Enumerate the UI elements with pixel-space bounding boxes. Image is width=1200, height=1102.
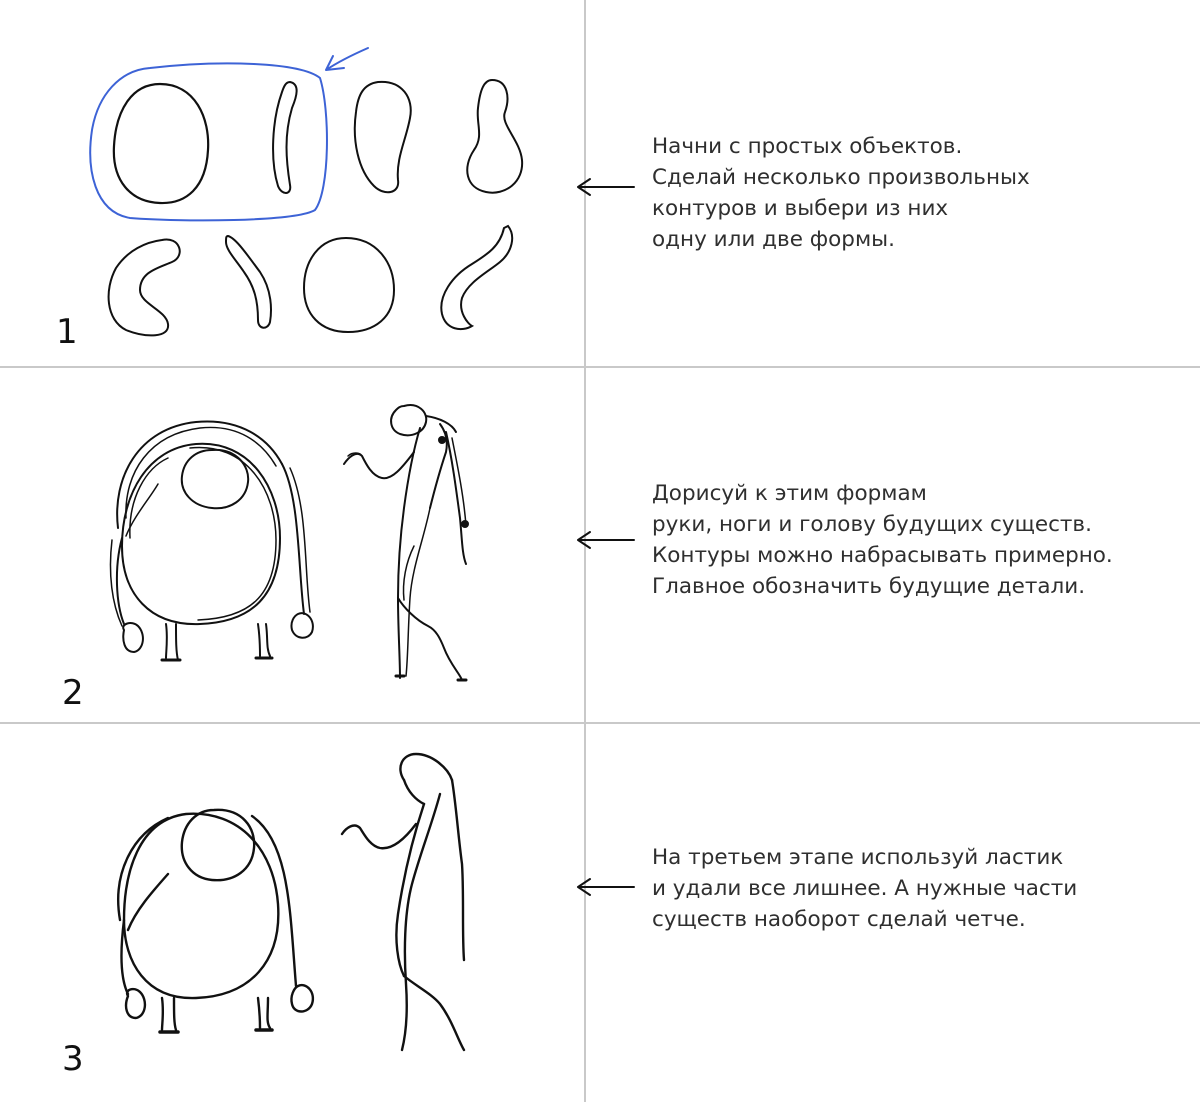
creature-body [121,442,281,626]
step-3-description: На третьем этапе используй ластик и удал… [652,842,1192,935]
description-line: и удали все лишнее. А нужные части [652,876,1078,901]
stick-creature-head [399,752,454,782]
left-arrow-icon [577,531,635,549]
blue-pointer-arrow-icon [325,47,369,71]
step-1-illustration: 1 [0,0,584,366]
horizontal-divider-1 [0,366,1200,368]
step-3-illustration: 3 [0,724,584,1102]
step-2-description: Дорисуй к этим формам руки, ноги и голов… [652,478,1192,602]
step-number: 2 [62,673,84,713]
creature-head [180,808,256,882]
step-1-description: Начни с простых объектов. Сделай несколь… [652,131,1192,255]
description-line: Главное обозначить будущие детали. [652,574,1086,599]
description-line: На третьем этапе используй ластик [652,845,1064,870]
description-line: контуров и выбери из них [652,196,949,221]
shape-gourd [466,78,524,194]
shape-wave [440,224,514,331]
step-number: 1 [56,312,78,352]
creature-right-hand [290,612,314,639]
shape-egg [112,82,210,205]
shape-bent-stick [272,80,298,194]
description-line: одну или две формы. [652,227,895,252]
vertical-divider [584,0,586,1102]
creature-head [180,448,250,510]
selection-outline [89,62,328,222]
step-number: 3 [62,1039,84,1079]
description-line: Контуры можно набрасывать примерно. [652,543,1113,568]
left-arrow-icon [577,878,635,896]
description-line: Сделай несколько произвольных [652,165,1030,190]
description-line: существ наоборот сделай четче. [652,907,1026,932]
left-arrow-icon [577,178,635,196]
shape-hook [107,238,181,337]
creature-right-hand [290,983,315,1013]
horizontal-divider-2 [0,722,1200,724]
description-line: Начни с простых объектов. [652,134,963,159]
description-line: руки, ноги и голову будущих существ. [652,512,1092,537]
creature-body [122,812,280,1000]
creature-left-hand [122,622,144,653]
shape-circle [302,236,396,334]
step-2-illustration: 2 [0,368,584,722]
shape-curved-stick [224,234,272,329]
description-line: Дорисуй к этим формам [652,481,927,506]
creature-left-hand [124,987,147,1020]
stick-creature-head [390,404,428,437]
shape-bean [353,80,412,194]
